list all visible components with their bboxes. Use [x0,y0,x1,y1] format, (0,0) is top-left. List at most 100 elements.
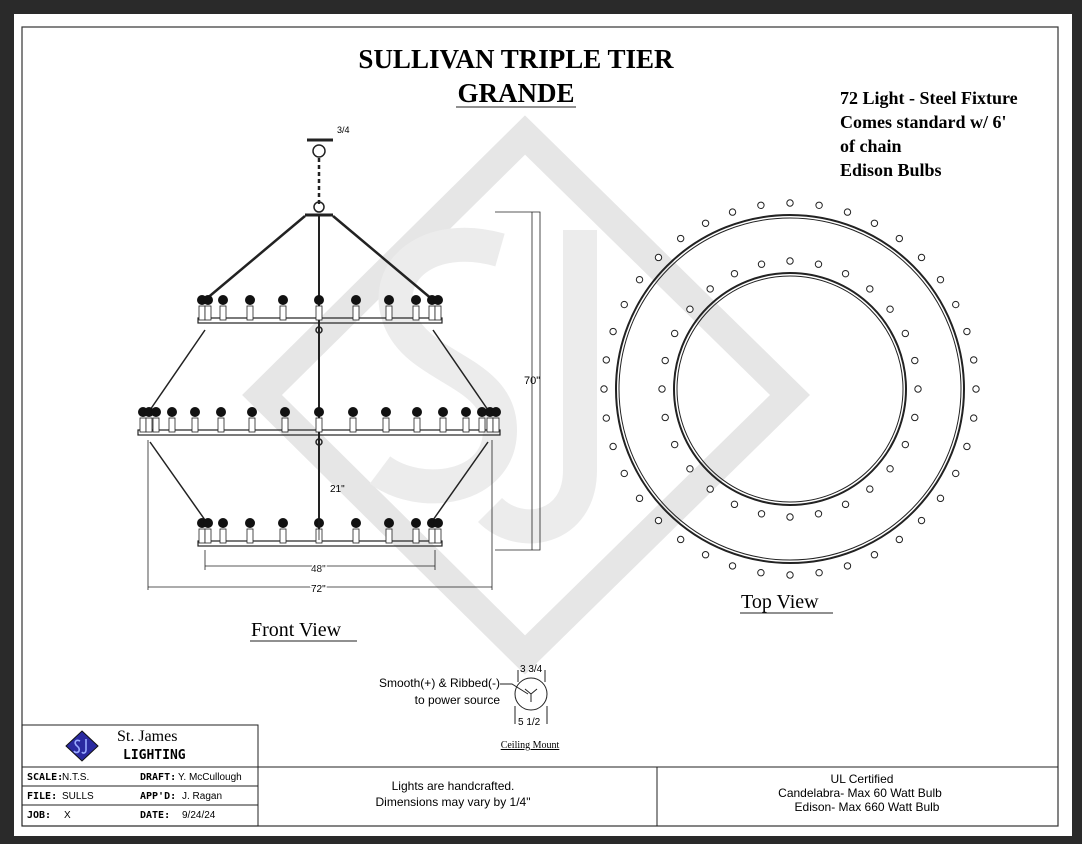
bulb [245,518,255,544]
footer-middle: Lights are handcrafted. Dimensions may v… [376,779,531,809]
title-block-fields: SCALE:N.T.S. DRAFT:Y. McCullough FILE:SU… [27,772,242,821]
bulb [670,440,679,449]
file-value: SULLS [62,791,94,802]
ceiling-mount-diagram [500,670,548,724]
bulb [218,295,228,321]
svg-text:SCALE:: SCALE: [27,772,63,783]
bulb [728,208,737,216]
bulb [757,260,766,268]
bulb [190,407,200,433]
bulb [841,500,850,509]
bulb [757,510,766,518]
bulb [706,485,714,493]
top-view-label: Top View [741,591,819,613]
bulb [886,305,894,313]
bulb [477,407,487,433]
note-line: 72 Light - Steel Fixture [840,88,1018,108]
bulb [661,413,669,422]
outer-width-dimension: 72" [311,584,326,595]
bulb [218,518,228,544]
bulb [412,407,422,433]
dimension-lines [147,211,541,590]
bulb [701,551,710,559]
svg-text:JOB:: JOB: [27,810,51,821]
draft-value: Y. McCullough [178,772,242,783]
bulb [963,327,971,336]
bulb [670,329,679,338]
bulb [895,234,904,243]
bulb [609,442,617,451]
front-view [137,138,501,547]
bulb [216,407,226,433]
bulb [841,269,850,278]
bulb [815,201,823,209]
front-bulbs [138,295,501,544]
mount-note-2: to power source [415,693,501,707]
bulb [917,516,926,525]
bulb [654,516,663,525]
bulb [814,510,823,518]
bulb [602,414,610,422]
bulb [815,569,823,577]
bulb [635,494,644,503]
bulb [786,571,794,579]
svg-text:Dimensions may vary by 1/4": Dimensions may vary by 1/4" [376,795,531,809]
title-line-1: SULLIVAN TRIPLE TIER [358,44,674,74]
company-logo [65,730,99,762]
top-view-bulbs [600,199,980,579]
bulb [247,407,257,433]
bulb [911,413,919,422]
bulb [654,253,663,262]
bulb [381,407,391,433]
svg-text:APP'D:: APP'D: [140,791,176,802]
note-line: of chain [840,136,902,156]
svg-text:DATE:: DATE: [140,810,170,821]
bulb [814,260,823,268]
bulb [730,500,739,509]
bulb [786,513,794,521]
bulb [970,356,978,364]
bulb [384,518,394,544]
mount-top-dimension: 3 3/4 [520,664,543,675]
bulb [658,385,666,393]
bulb [936,275,945,284]
scale-value: N.T.S. [62,772,89,783]
bulb [843,562,852,570]
front-view-label: Front View [251,619,342,641]
bulb [686,465,694,473]
note-line: Comes standard w/ 6' [840,112,1007,132]
bulb [686,305,694,313]
title-block-lines [21,724,1058,827]
bulb [701,219,710,227]
job-value: X [64,810,71,821]
tier-gap-dimension: 21" [330,484,345,495]
mount-note-1: Smooth(+) & Ribbed(-) [379,676,500,690]
watermark-logo [242,115,810,675]
bulb [901,440,910,449]
bulb [963,442,971,451]
bulb [730,269,739,278]
bulb [728,562,737,570]
height-dimension: 70" [524,375,540,387]
bulb [351,518,361,544]
bulb [384,295,394,321]
bulb [461,407,471,433]
bulb [411,295,421,321]
svg-text:FILE:: FILE: [27,791,57,802]
bulb [866,485,874,493]
bulb [280,407,290,433]
bulb [757,569,765,577]
bulb [886,465,894,473]
bulb [661,356,669,365]
bulb [203,518,213,544]
bulb [911,356,919,365]
bulb [278,295,288,321]
bulb [866,285,874,293]
bulb [917,253,926,262]
svg-text:Edison- Max 660 Watt Bulb: Edison- Max 660 Watt Bulb [795,800,940,814]
bulb [245,295,255,321]
svg-text:Candelabra- Max 60 Watt Bulb: Candelabra- Max 60 Watt Bulb [778,786,942,800]
bulb [433,518,443,544]
bulb [491,407,501,433]
